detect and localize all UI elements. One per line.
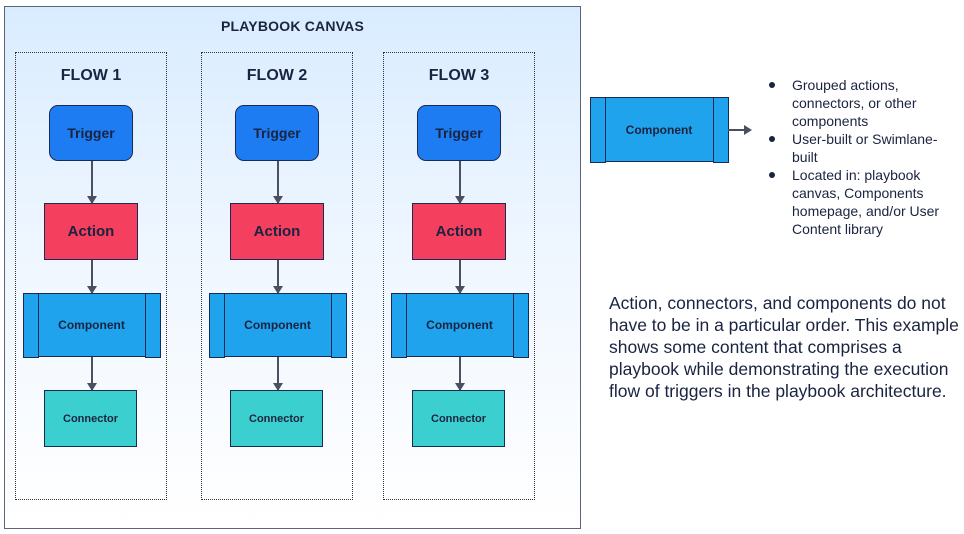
bullet-item: Located in: playbook canvas, Components … xyxy=(766,166,961,238)
arrow-down-icon xyxy=(274,161,282,204)
arrow-down-icon xyxy=(88,260,96,294)
component-left-bar xyxy=(22,292,39,358)
component-label: Component xyxy=(244,318,311,332)
component-right-bar xyxy=(512,292,529,358)
description-text: Action, connectors, and components do no… xyxy=(609,293,959,401)
flow-2: FLOW 2 Trigger Action Component Connecto… xyxy=(201,52,353,500)
component-left-bar xyxy=(208,292,225,358)
connector-node: Connector xyxy=(412,390,505,447)
connector-node: Connector xyxy=(230,390,323,447)
arrow-down-icon xyxy=(456,357,464,391)
component-node: Component xyxy=(208,292,347,358)
component-left-bar xyxy=(390,292,407,358)
flow-1: FLOW 1 Trigger Action Component Connecto… xyxy=(15,52,167,500)
legend-component: Component xyxy=(589,96,729,163)
flow-title: FLOW 1 xyxy=(60,67,122,84)
trigger-node: Trigger xyxy=(49,105,133,161)
component-right-bar xyxy=(712,96,729,163)
component-label: Component xyxy=(58,318,125,332)
arrow-down-icon xyxy=(88,161,96,204)
component-label: Component xyxy=(426,318,493,332)
action-node: Action xyxy=(44,203,138,260)
connector-node: Connector xyxy=(44,390,137,447)
flow-title: FLOW 3 xyxy=(428,67,490,84)
component-node: Component xyxy=(22,292,161,358)
component-right-bar xyxy=(330,292,347,358)
component-node: Component xyxy=(390,292,529,358)
arrow-down-icon xyxy=(456,260,464,294)
component-left-bar xyxy=(589,96,606,163)
legend-component-label: Component xyxy=(625,122,693,137)
action-node: Action xyxy=(230,203,324,260)
trigger-node: Trigger xyxy=(235,105,319,161)
trigger-node: Trigger xyxy=(417,105,501,161)
component-bullet-list: Grouped actions, connectors, or other co… xyxy=(766,76,961,238)
bullet-item: User-built or Swimlane-built xyxy=(766,130,961,166)
arrow-down-icon xyxy=(88,357,96,391)
arrow-down-icon xyxy=(274,357,282,391)
playbook-canvas: PLAYBOOK CANVAS FLOW 1 Trigger Action Co… xyxy=(4,6,581,529)
flow-3: FLOW 3 Trigger Action Component Connecto… xyxy=(383,52,535,500)
arrow-down-icon xyxy=(456,161,464,204)
component-right-bar xyxy=(144,292,161,358)
flow-title: FLOW 2 xyxy=(246,67,308,84)
action-node: Action xyxy=(412,203,506,260)
bullet-item: Grouped actions, connectors, or other co… xyxy=(766,76,961,130)
arrow-right-icon xyxy=(728,126,752,134)
canvas-title: PLAYBOOK CANVAS xyxy=(220,18,365,34)
arrow-down-icon xyxy=(274,260,282,294)
